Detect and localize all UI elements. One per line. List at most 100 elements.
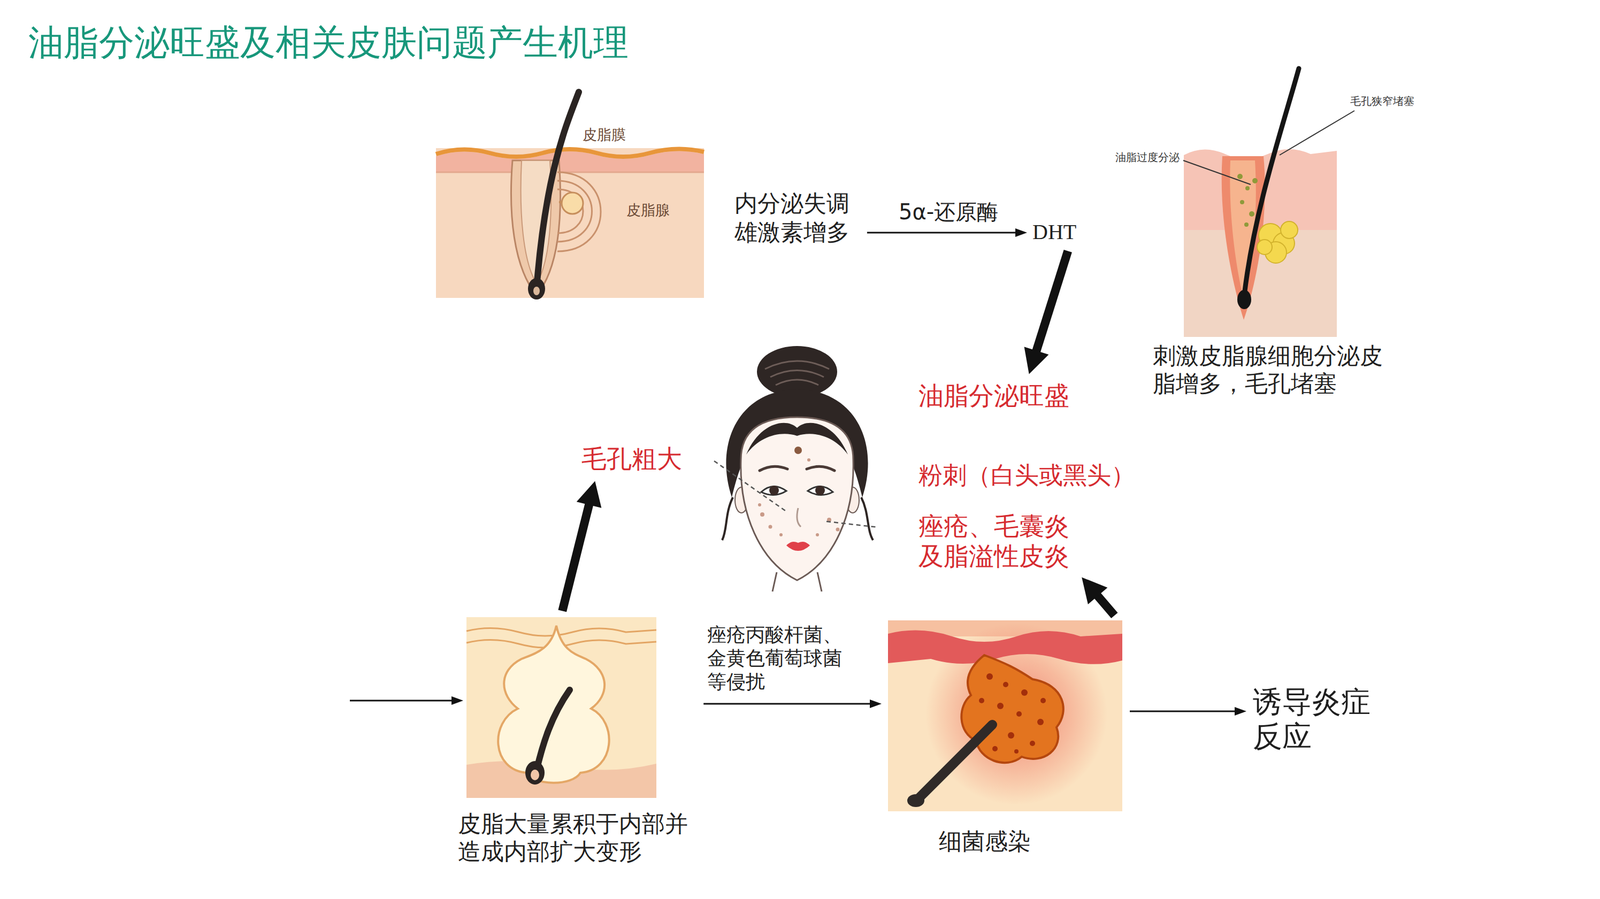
skin-section-illustration (435, 150, 704, 173)
arrow-head (1024, 346, 1050, 374)
node-text: 痤疮、毛囊炎 及脂溢性皮炎 (918, 511, 1077, 572)
clogged-pore-illustration (1280, 221, 1298, 239)
entry-arrow (451, 696, 464, 706)
face-illustration (768, 525, 773, 530)
illustrated-step: 细菌感染 (887, 620, 1124, 856)
entry-arrow (349, 700, 453, 702)
infection-illustration (1040, 698, 1046, 704)
face-illustration (740, 417, 854, 581)
face-illustration (779, 533, 783, 537)
connector-label: 痤疮丙酸杆菌、 金黄色葡萄球菌 等侵扰 (707, 623, 850, 694)
face-illustration (836, 527, 840, 532)
clogged-pore-illustration (1245, 186, 1250, 191)
connector (562, 480, 602, 611)
skin-section-illustration (557, 180, 593, 242)
face-illustration (772, 572, 777, 592)
enlarged-pore-illustration (525, 761, 545, 785)
node-text: 内分泌失调 雄激素增多 (734, 189, 857, 248)
connector (1024, 250, 1069, 374)
face-illustration (786, 541, 810, 551)
enlarged-pore-illustration (466, 617, 657, 799)
infection-illustration (1014, 749, 1019, 754)
connector-label: 5α-还原酶 (898, 198, 999, 225)
clogged-pore-illustration (1183, 230, 1337, 338)
infection-illustration (1016, 711, 1022, 717)
infection-illustration (1003, 682, 1009, 688)
skin-section-illustration (557, 172, 601, 252)
infection-illustration (887, 620, 1123, 812)
face-illustration (797, 508, 801, 527)
infection-illustration (992, 746, 998, 752)
clogged-pore-illustration (1237, 173, 1243, 180)
infection-illustration (1007, 732, 1015, 739)
part-label: 油脂过度分泌 (1115, 150, 1180, 164)
clogged-pore-illustration (1279, 110, 1355, 156)
clogged-pore-illustration (1249, 211, 1255, 217)
part-label: 皮脂腺 (626, 201, 670, 219)
result-text: 诱导炎症 反应 (1252, 684, 1380, 755)
infection-illustration (986, 673, 993, 680)
enlarged-pore-illustration (530, 769, 540, 781)
face-illustration (815, 485, 825, 496)
clogged-pore-illustration (1239, 200, 1245, 205)
face-illustration (807, 458, 811, 462)
infection-illustration (887, 620, 1123, 812)
connector (867, 228, 1028, 237)
infection-illustration (907, 794, 925, 808)
skin-section-illustration (533, 286, 540, 296)
infection-illustration (1037, 718, 1044, 726)
connector-line (1129, 710, 1237, 713)
node-text: 油脂分泌旺盛 (918, 380, 1070, 412)
entry-arrow (349, 696, 464, 706)
face-illustration (826, 521, 879, 528)
node-text: 粉刺（白头或黑头） (918, 460, 1136, 491)
arrow-head (1234, 707, 1247, 716)
face-illustration (806, 466, 835, 471)
connector-line (1035, 250, 1069, 356)
illustrated-step: 刺激皮脂腺细胞分泌皮 脂增多，毛孔堵塞 (1152, 66, 1392, 398)
symptom-text: 油脂分泌旺盛 (918, 380, 1070, 412)
enlarged-pore-illustration (498, 625, 609, 784)
skin-section-illustration (435, 92, 704, 300)
face-illustration (758, 503, 762, 507)
connector-line (703, 703, 872, 706)
enlarged-pore-illustration (536, 690, 570, 771)
infection-illustration (1029, 740, 1036, 747)
arrow-head (1081, 577, 1108, 605)
clogged-pore-illustration (1183, 68, 1355, 338)
face-illustration (769, 485, 779, 496)
connector (1081, 577, 1115, 616)
node-text: 刺激皮脂腺细胞分泌皮 脂增多，毛孔堵塞 (1152, 342, 1392, 398)
face-illustration (760, 512, 765, 517)
enlarged-pore-illustration (466, 617, 657, 799)
face-illustration (714, 461, 786, 511)
infection-illustration (978, 698, 985, 704)
connector-line (562, 500, 591, 611)
clogged-pore-illustration (1183, 160, 1251, 185)
diagram-title: 油脂分泌旺盛及相关皮肤问题产生机理 (28, 21, 629, 64)
face-illustration (794, 446, 802, 455)
skin-section-illustration (557, 189, 584, 234)
infection-illustration (997, 702, 1004, 710)
symptom-text: 毛孔粗大 (581, 443, 683, 476)
symptom-text: 痤疮、毛囊炎 及脂溢性皮炎 (918, 511, 1077, 572)
infection-illustration (887, 630, 1123, 665)
node-text: 皮脂大量累积于内部并 造成内部扩大变形 (457, 810, 698, 866)
clogged-pore-illustration (1244, 222, 1249, 227)
face-illustration (764, 361, 830, 386)
connector-line (867, 232, 1018, 234)
face-illustration (714, 346, 879, 592)
enlarged-pore-illustration (466, 628, 657, 637)
hormone-text: DHT (1032, 219, 1077, 246)
infection-illustration (1021, 689, 1028, 696)
node-text: DHT (1032, 219, 1077, 246)
node-text: 诱导炎症 反应 (1252, 684, 1380, 755)
arrow-head (576, 480, 602, 508)
symptom-text: 粉刺（白头或黑头） (918, 460, 1136, 491)
skin-section-illustration (536, 92, 579, 289)
skin-section-illustration (527, 278, 546, 300)
clogged-pore-illustration (1252, 178, 1258, 184)
